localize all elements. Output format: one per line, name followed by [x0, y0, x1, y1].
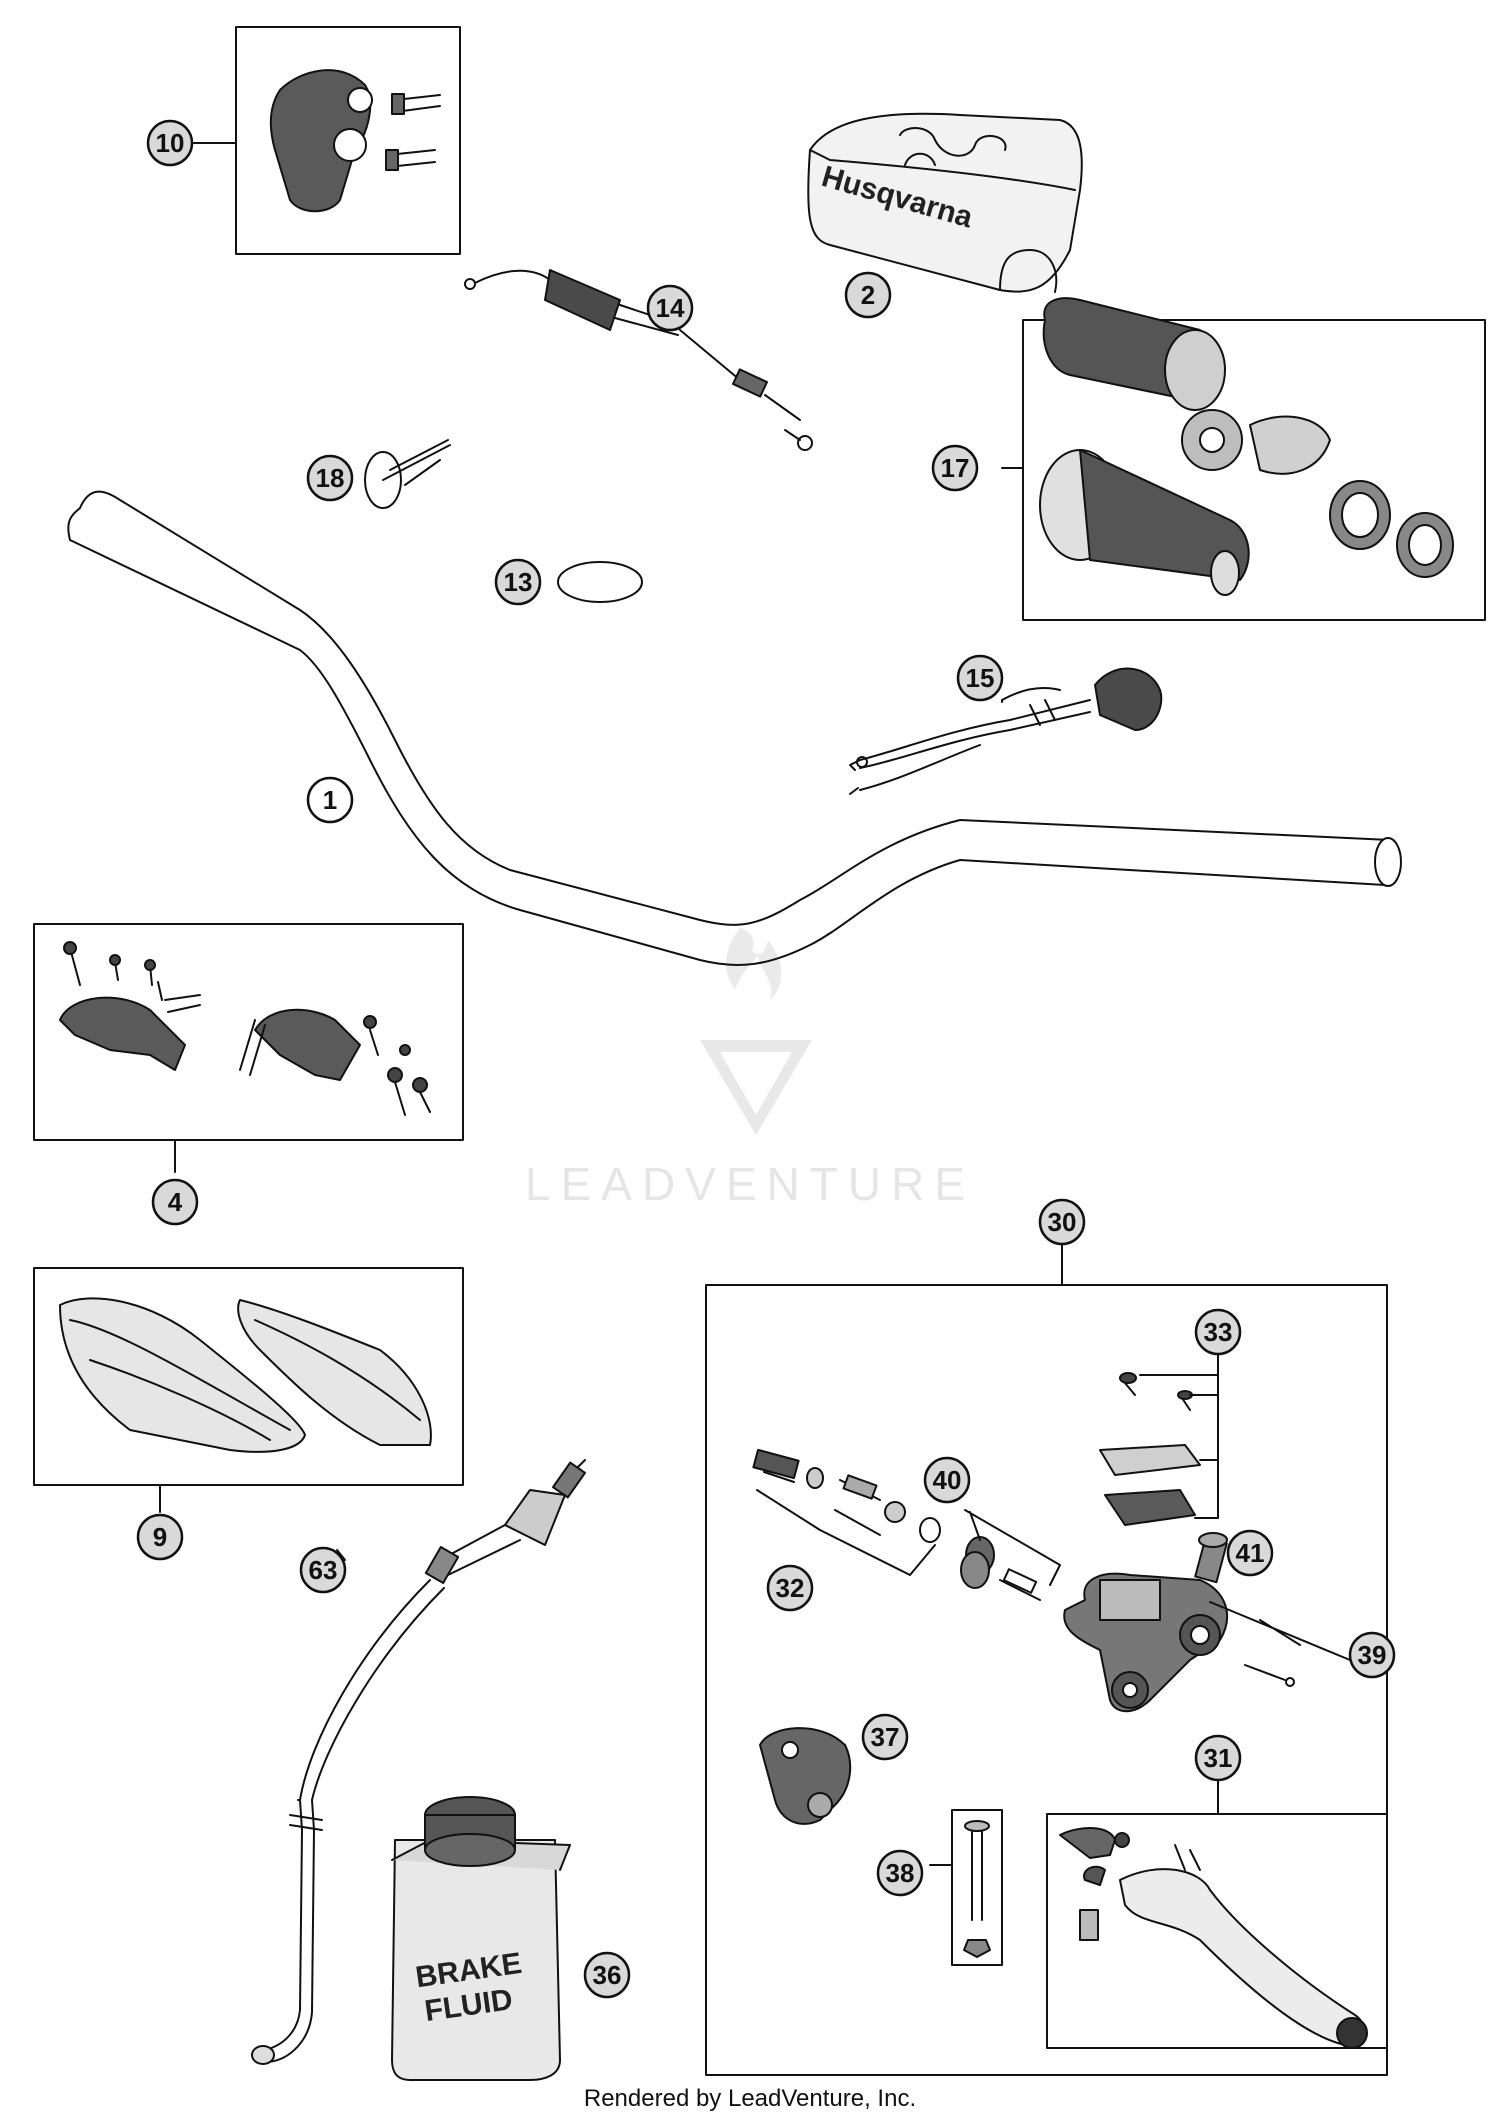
svg-text:36: 36: [593, 1960, 622, 1990]
callout-17[interactable]: 17: [931, 444, 979, 492]
callout-4[interactable]: 4: [151, 1178, 199, 1226]
callout-36[interactable]: 36: [583, 1951, 631, 1999]
brake-lever-drawing: [1059, 1827, 1368, 2049]
master-cylinder-drawing: [1063, 1572, 1229, 1713]
svg-text:1: 1: [323, 785, 337, 815]
callout-32[interactable]: 32: [766, 1564, 814, 1612]
svg-text:15: 15: [966, 663, 995, 693]
part-callouts: 10 2 14 17 18 13 15 1 4 30 33 40 9 41 63…: [136, 119, 1396, 1999]
handlebar-drawing: [67, 490, 1402, 966]
o-ring-drawing: [557, 561, 643, 603]
handlebar-clamp-box: [33, 923, 464, 1141]
clamp-screw-drawing: [929, 1809, 1003, 1966]
callout-40[interactable]: 40: [923, 1456, 971, 1504]
callout-10[interactable]: 10: [146, 119, 194, 167]
piston-kit-drawing: [752, 1448, 941, 1576]
svg-text:18: 18: [316, 463, 345, 493]
svg-text:32: 32: [776, 1573, 805, 1603]
pin-set-drawing: [1209, 1601, 1351, 1687]
cable-tie-drawing: [364, 439, 451, 509]
svg-text:31: 31: [1204, 1743, 1233, 1773]
svg-text:10: 10: [156, 128, 185, 158]
svg-text:38: 38: [886, 1858, 915, 1888]
clamp-screw-box: [951, 1809, 1003, 1966]
brake-cover-drawing: [759, 1727, 852, 1825]
brake-fluid-drawing: BRAKE FLUID: [391, 1796, 571, 2081]
callout-2[interactable]: 2: [844, 271, 892, 319]
handlebar-pad-drawing: Husqvarna: [807, 112, 1083, 293]
throttle-cable-drawing: [464, 269, 813, 451]
svg-text:14: 14: [656, 293, 685, 323]
callout-38[interactable]: 38: [876, 1849, 924, 1897]
svg-text:41: 41: [1236, 1538, 1265, 1568]
brake-line-drawing: [251, 1459, 586, 2065]
kill-switch-drawing: [849, 667, 1163, 795]
callout-31[interactable]: 31: [1194, 1734, 1242, 1782]
grip-set-box: [1022, 319, 1486, 621]
watermark-text: LEADVENTURE: [525, 1158, 975, 1210]
svg-text:13: 13: [504, 567, 533, 597]
throttle-housing-box: [235, 26, 461, 255]
callout-37[interactable]: 37: [861, 1713, 909, 1761]
leader-63: [336, 1549, 346, 1561]
svg-text:37: 37: [871, 1722, 900, 1752]
callout-9[interactable]: 9: [136, 1513, 184, 1561]
svg-text:39: 39: [1358, 1640, 1387, 1670]
clamp-kit-drawing: [59, 941, 431, 1116]
callout-1[interactable]: 1: [306, 776, 354, 824]
callout-15[interactable]: 15: [956, 654, 1004, 702]
seal-kit-drawing: [960, 1509, 1061, 1601]
footer-credit: Rendered by LeadVenture, Inc.: [583, 2085, 917, 2112]
svg-text:9: 9: [153, 1522, 167, 1552]
callout-63[interactable]: 63: [299, 1546, 347, 1594]
svg-text:30: 30: [1048, 1207, 1077, 1237]
reservoir-cover-drawing: [1099, 1334, 1219, 1526]
svg-text:40: 40: [933, 1465, 962, 1495]
callout-18[interactable]: 18: [306, 454, 354, 502]
callout-14[interactable]: 14: [646, 284, 694, 332]
hand-guard-drawing: [59, 1297, 432, 1453]
throttle-housing-drawing: [269, 69, 441, 213]
svg-text:4: 4: [168, 1187, 183, 1217]
svg-text:33: 33: [1204, 1317, 1233, 1347]
svg-text:63: 63: [309, 1555, 338, 1585]
leader-15: [1001, 687, 1061, 703]
callout-33[interactable]: 33: [1194, 1308, 1242, 1356]
hand-guard-box: [33, 1267, 464, 1486]
callout-41[interactable]: 41: [1226, 1529, 1274, 1577]
svg-text:17: 17: [941, 453, 970, 483]
adjusting-screw-drawing: [1194, 1532, 1246, 1584]
leadventure-watermark: LEADVENTURE: [525, 928, 975, 1210]
callout-30[interactable]: 30: [1038, 1198, 1086, 1246]
callout-39[interactable]: 39: [1348, 1631, 1396, 1679]
svg-text:2: 2: [861, 280, 875, 310]
grip-set-drawing: [1039, 297, 1454, 596]
hand-brake-cylinder-box: [705, 1284, 1388, 2076]
callout-13[interactable]: 13: [494, 558, 542, 606]
